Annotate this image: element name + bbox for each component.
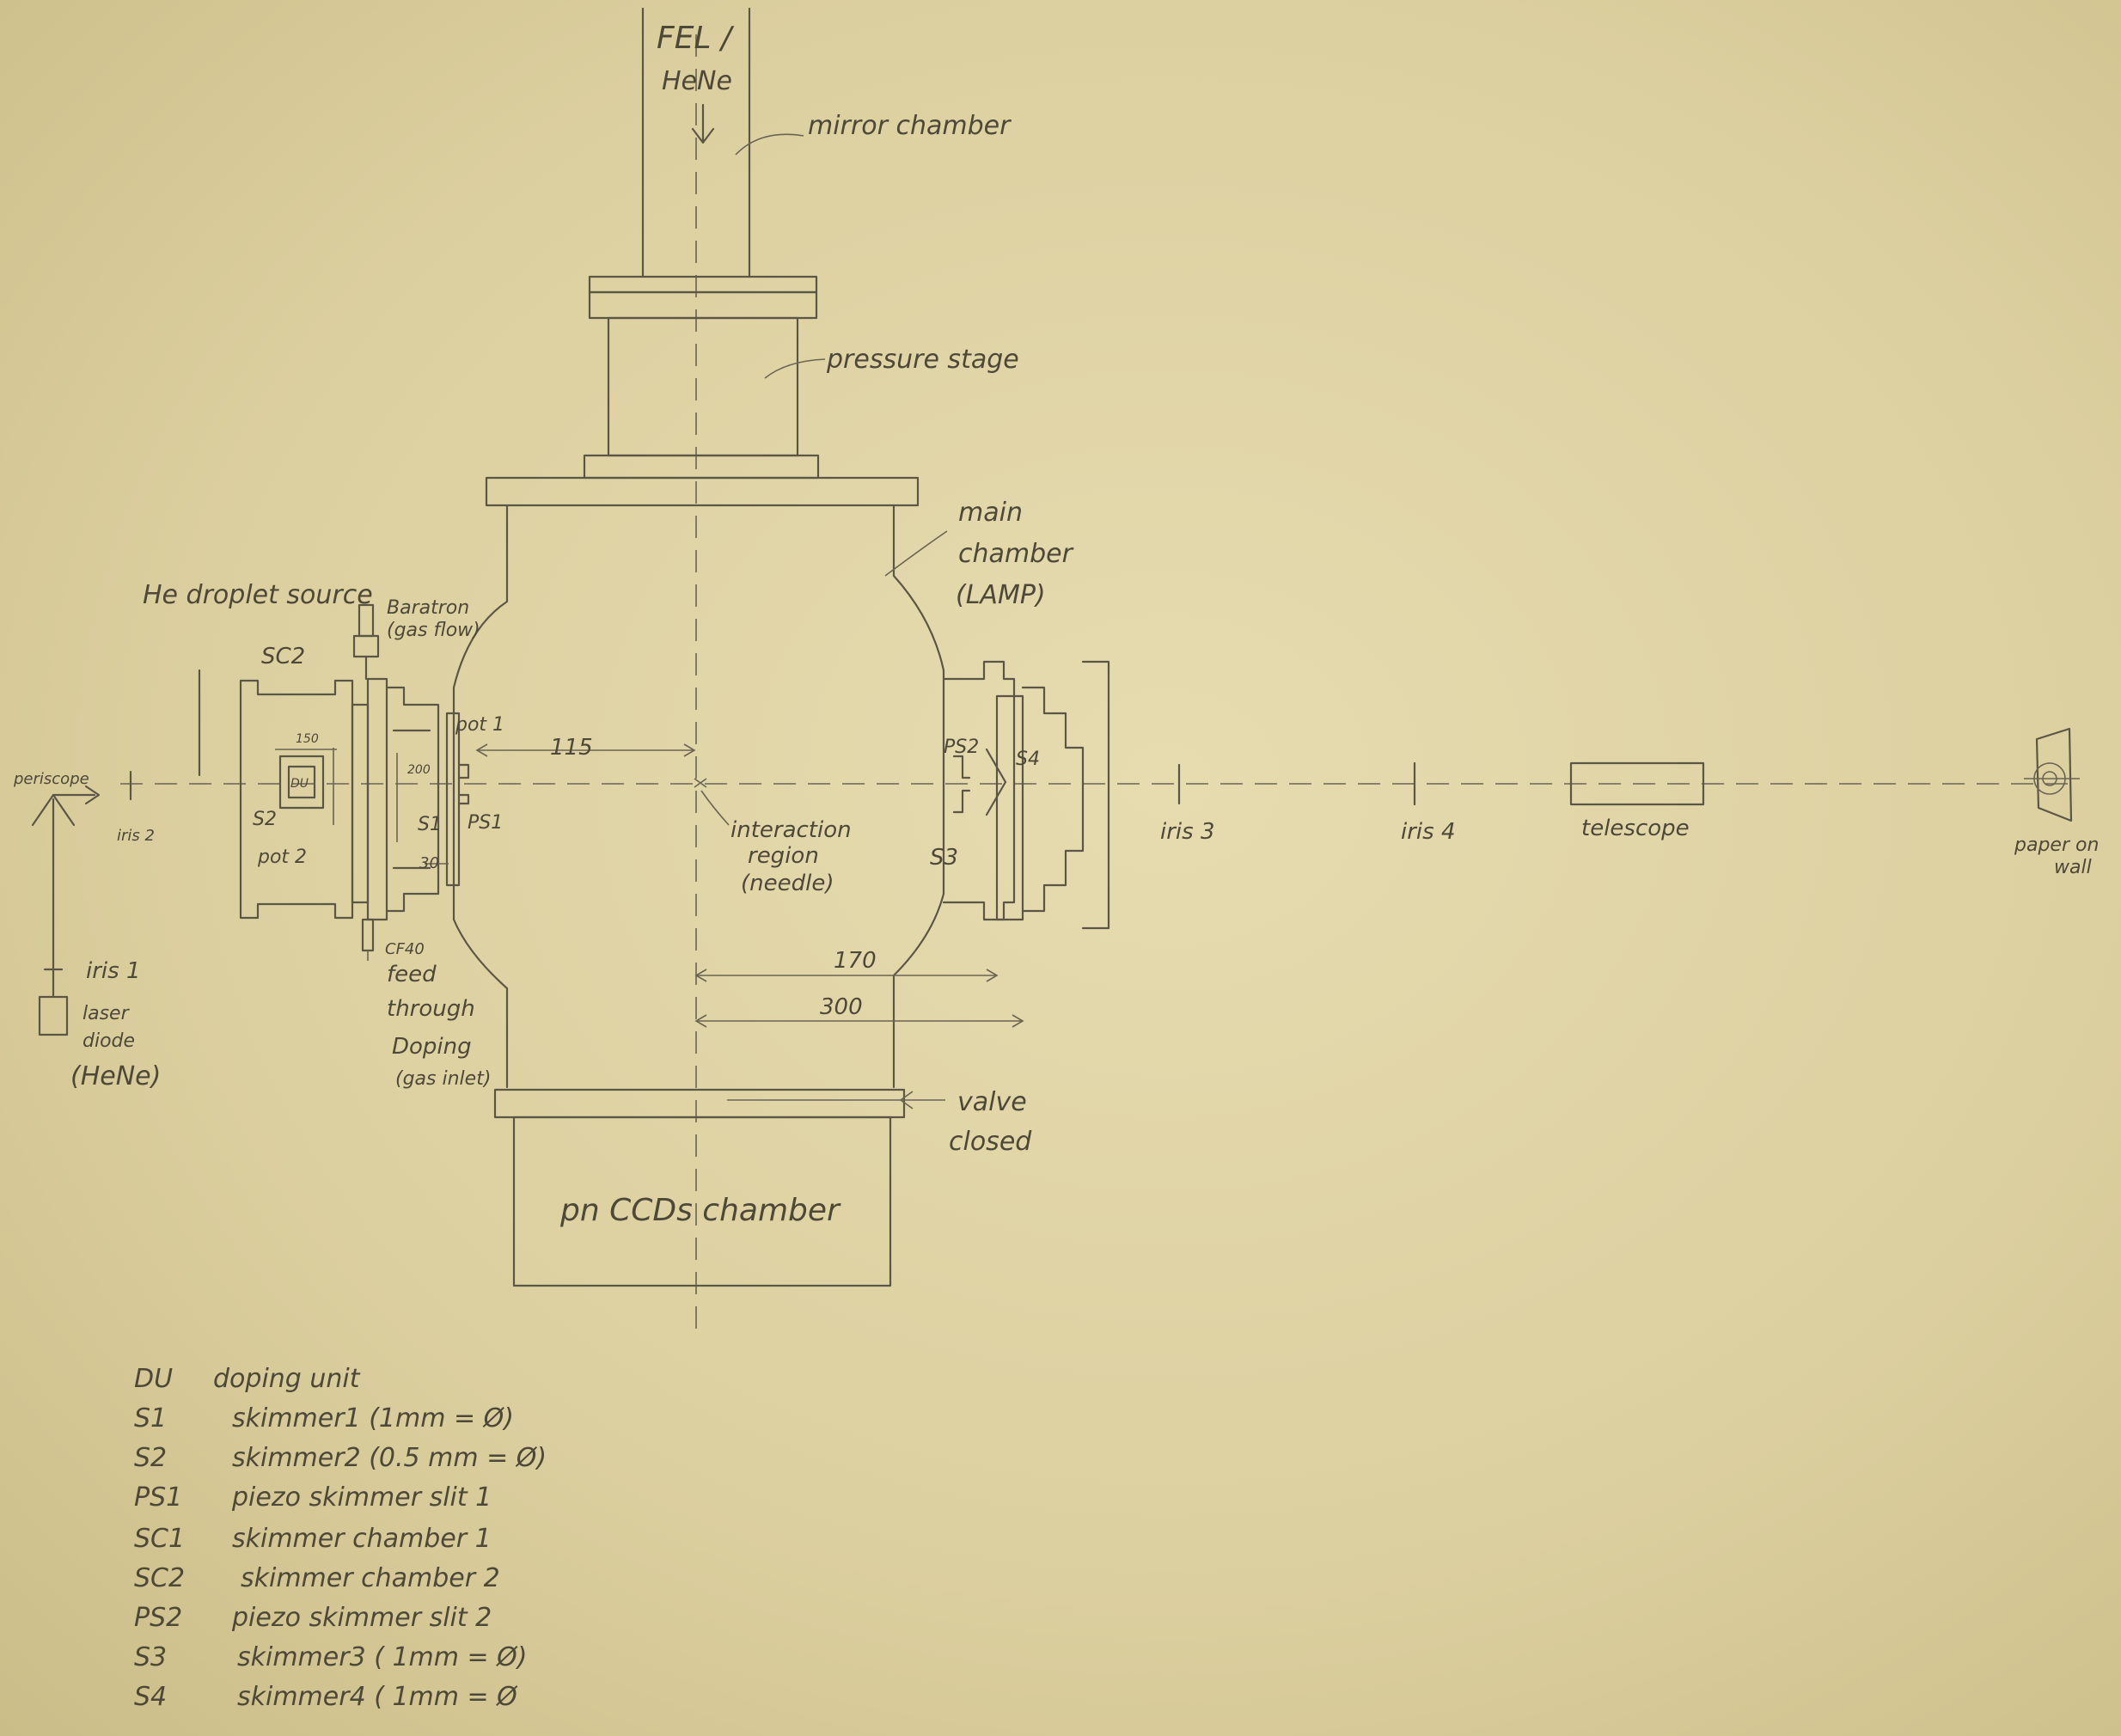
main-chamber-label-3: (LAMP) <box>956 580 1046 610</box>
main-chamber-body <box>452 504 945 1089</box>
right-skimmer-assembly <box>942 660 1110 930</box>
fel-label: FEL / <box>657 21 735 56</box>
laser-label-1: laser <box>83 1003 131 1024</box>
legend-desc: doping unit <box>213 1364 361 1394</box>
cf40-label-3: through <box>387 996 475 1022</box>
legend-desc: skimmer chamber 2 <box>241 1563 500 1593</box>
main-chamber-label-1: main <box>958 498 1023 528</box>
interaction-label-2: region <box>748 843 819 869</box>
upper-flange-2 <box>588 290 818 320</box>
iris1-label: iris 1 <box>86 958 141 984</box>
main-chamber-flange <box>485 476 920 507</box>
legend-key: S2 <box>134 1443 167 1473</box>
dimension-arrows <box>275 743 1024 1028</box>
s4-label: S4 <box>1016 749 1040 770</box>
mirror-chamber <box>641 7 751 278</box>
interaction-label-1: interaction <box>730 817 852 843</box>
iris2-label: iris 2 <box>117 827 155 845</box>
dim-300-label: 300 <box>820 994 863 1020</box>
legend-desc: skimmer1 (1mm = Ø) <box>232 1403 514 1433</box>
telescope-label: telescope <box>1581 816 1690 841</box>
pot2-label: pot 2 <box>257 847 307 868</box>
legend-desc: skimmer4 ( 1mm = Ø <box>237 1682 518 1712</box>
legend-key: S4 <box>134 1682 167 1712</box>
dim-115-label: 115 <box>550 735 593 761</box>
periscope-label: periscope <box>13 770 89 788</box>
laser-label-2: diode <box>83 1030 135 1052</box>
baratron-label-1: Baratron <box>387 597 469 619</box>
valve-label-1: valve <box>957 1087 1027 1117</box>
legend-desc: skimmer2 (0.5 mm = Ø) <box>232 1443 547 1473</box>
legend-key: SC1 <box>134 1524 185 1554</box>
pressure-stage <box>607 316 799 457</box>
legend: DU doping unit S1 skimmer1 (1mm = Ø) S2 … <box>134 1364 547 1712</box>
pressure-stage-flange <box>583 454 820 480</box>
dim-200-label: 200 <box>407 763 431 777</box>
ccd-chamber-label: pn CCDs chamber <box>559 1193 841 1228</box>
upper-flange-1 <box>588 275 818 294</box>
ps2-label: PS2 <box>944 737 979 758</box>
ccd-chamber <box>512 1116 892 1287</box>
doping-label-1: Doping <box>392 1034 472 1060</box>
dim-170-label: 170 <box>834 948 877 974</box>
s3-label: S3 <box>930 845 958 871</box>
legend-desc: skimmer chamber 1 <box>232 1524 492 1554</box>
cf40-label-2: feed <box>387 962 437 987</box>
legend-desc: skimmer3 ( 1mm = Ø) <box>237 1642 528 1672</box>
iris4-label: iris 4 <box>1401 819 1456 845</box>
paper-on-wall <box>2024 727 2080 822</box>
s2-label: S2 <box>253 809 277 830</box>
legend-desc: piezo skimmer slit 2 <box>231 1603 492 1633</box>
legend-key: PS2 <box>134 1603 182 1633</box>
periscope-assembly <box>31 669 201 1036</box>
telescope-body <box>1569 761 1705 806</box>
pressure-stage-label: pressure stage <box>826 345 1019 375</box>
pot1-label: pot 1 <box>455 714 504 736</box>
main-chamber-label-2: chamber <box>958 539 1074 569</box>
s1-label: S1 <box>418 814 442 835</box>
he-source-label: He droplet source <box>143 580 373 610</box>
dim-150-label: 150 <box>296 732 319 746</box>
iris3-label: iris 3 <box>1160 819 1215 845</box>
cf40-label-1: CF40 <box>385 940 425 958</box>
leader-lines <box>694 133 948 1109</box>
beam-arrow-icon <box>691 103 715 144</box>
paper-label-2: wall <box>2054 857 2092 878</box>
doping-label-2: (gas inlet) <box>395 1068 491 1090</box>
laser-label-3: (HeNe) <box>70 1061 161 1091</box>
mirror-chamber-label: mirror chamber <box>808 111 1012 141</box>
paper-label-1: paper on <box>2014 834 2099 856</box>
valve-label-2: closed <box>949 1127 1032 1157</box>
ps1-label: PS1 <box>468 812 503 834</box>
du-label: DU <box>290 777 309 791</box>
he-droplet-source <box>239 603 470 961</box>
hene-top-label: HeNe <box>662 66 732 96</box>
legend-key: DU <box>134 1364 173 1394</box>
legend-key: S1 <box>134 1403 167 1433</box>
baratron-label-2: (gas flow) <box>387 620 480 641</box>
interaction-label-3: (needle) <box>741 871 834 896</box>
sc2-label: SC2 <box>261 644 305 669</box>
dim-30-label: 30 <box>419 854 439 872</box>
legend-desc: piezo skimmer slit 1 <box>231 1482 492 1513</box>
legend-key: SC2 <box>134 1563 185 1593</box>
valve-plate <box>493 1088 906 1119</box>
legend-key: S3 <box>134 1642 167 1672</box>
legend-key: PS1 <box>134 1482 182 1513</box>
